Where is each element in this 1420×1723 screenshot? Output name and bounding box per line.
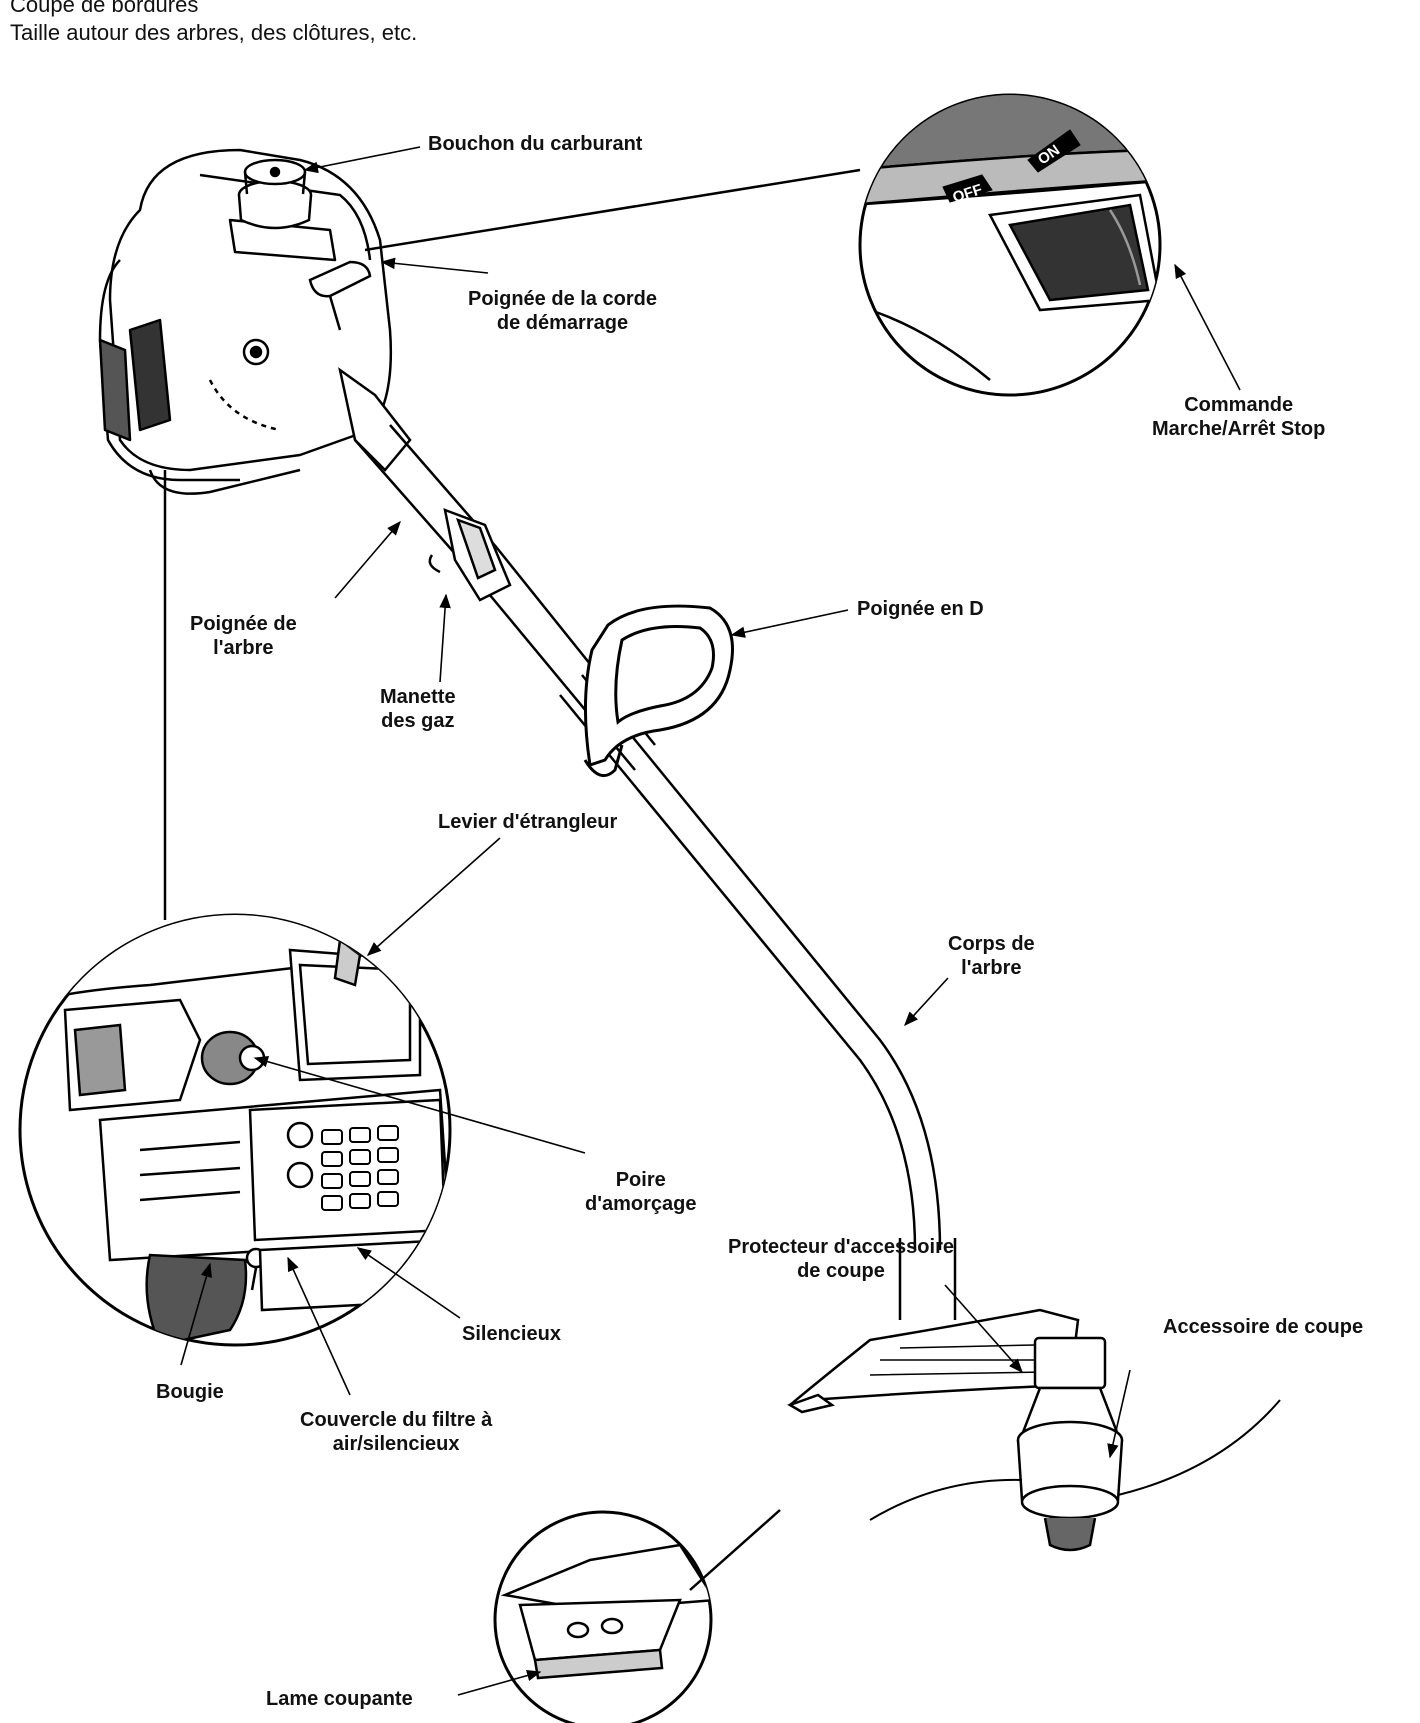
starter-handle-shape [308,260,372,331]
switch-inset: OFF ON [858,93,1162,397]
trimmer-lines [869,1399,1281,1521]
label-cutting-blade: Lame coupante [266,1688,413,1710]
label-spark-plug: Bougie [156,1381,224,1403]
label-cutting-attachment: Accessoire de coupe [1163,1316,1364,1338]
intro-line-2: Taille autour des arbres, des clôtures, … [10,20,418,45]
leader-lines [180,146,1241,1696]
label-d-handle: Poignée en D [857,598,984,620]
label-fuel-cap: Bouchon du carburant [428,133,643,155]
fuel-cap-shape [237,158,313,230]
d-handle-shape [583,604,734,778]
cutting-head-shape [1016,1336,1124,1552]
connector-lines [163,168,861,1591]
engine-detail-inset [18,913,452,1347]
blade-inset [493,1510,713,1723]
label-muffler: Silencieux [462,1323,561,1345]
engine-head [98,148,393,495]
intro-line-1: Coupe de bordures [10,0,199,17]
label-choke: Levier d'étrangleur [438,811,618,833]
shaft-handle-grip [428,508,512,602]
